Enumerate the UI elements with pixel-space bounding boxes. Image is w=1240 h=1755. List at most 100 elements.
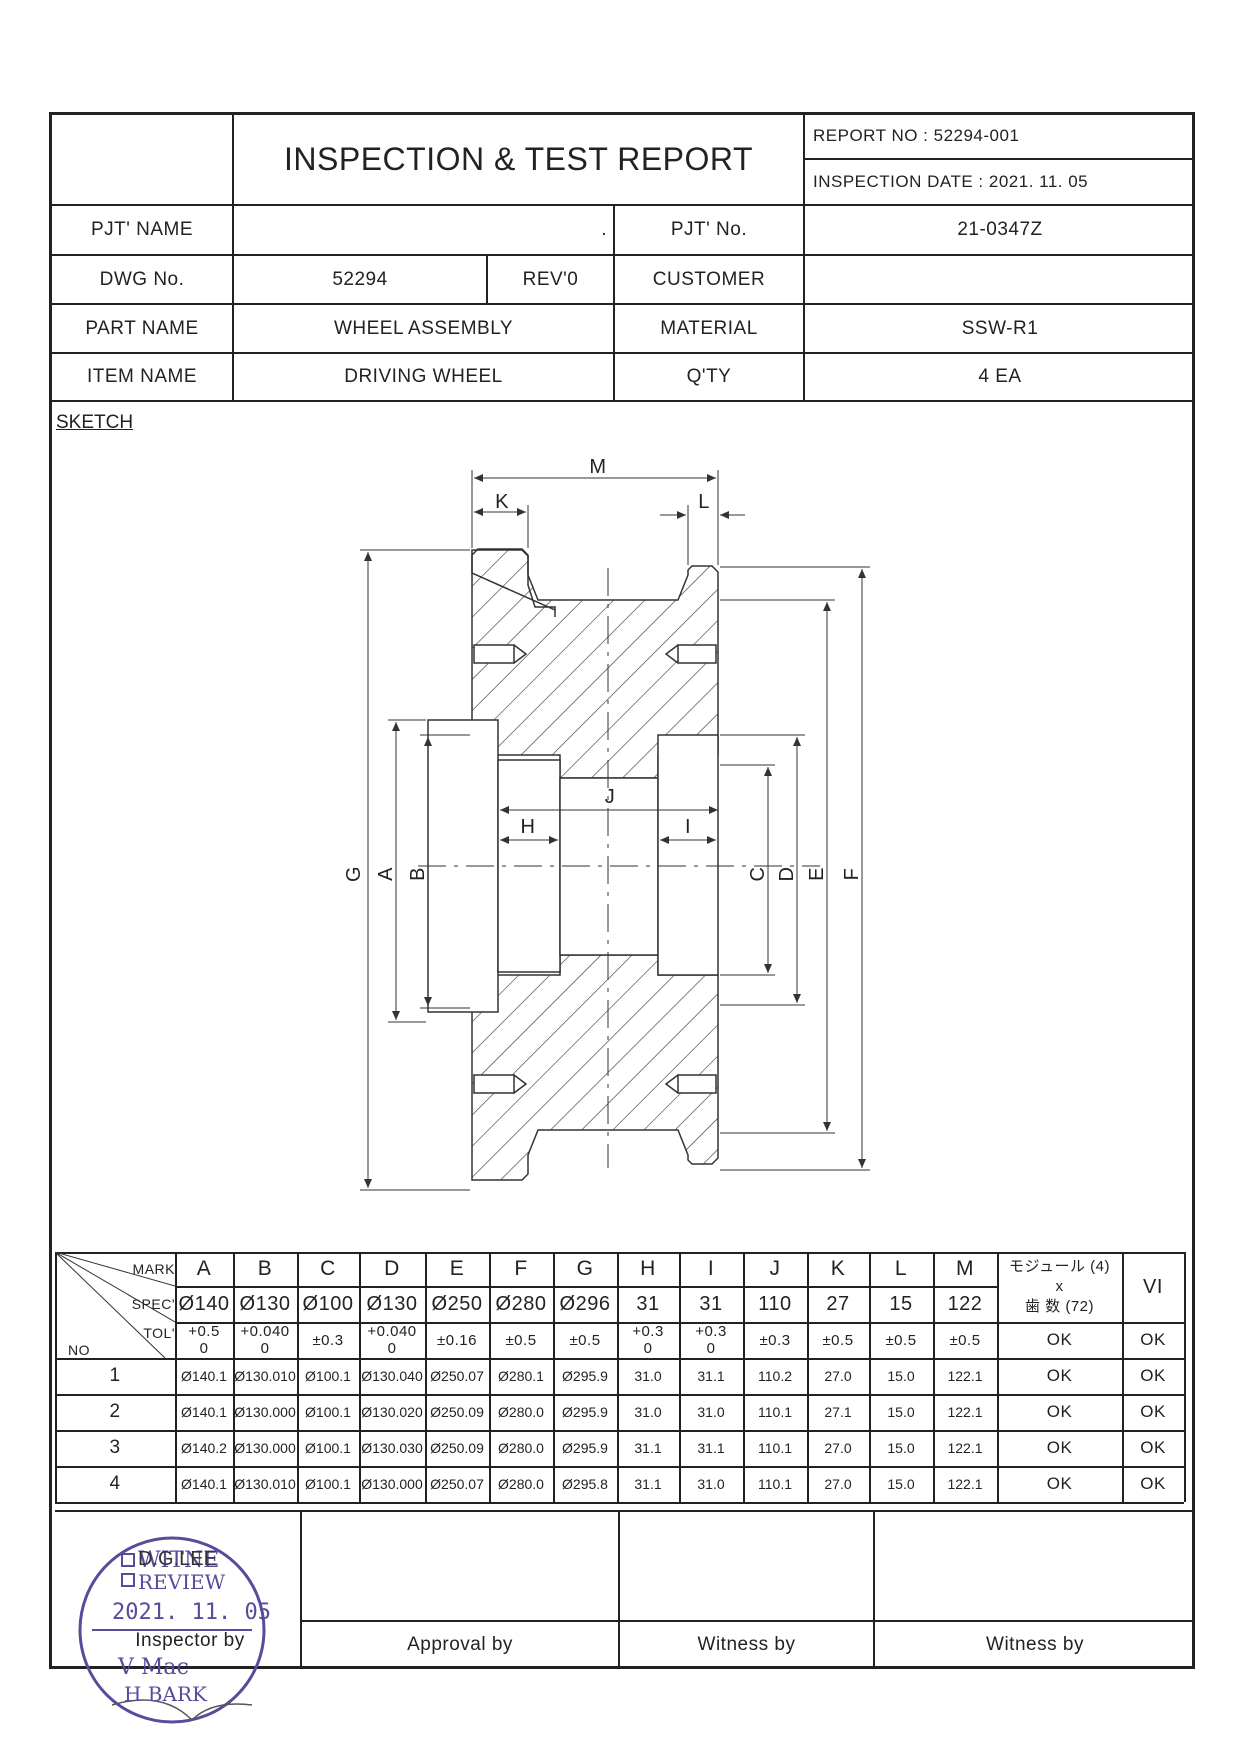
tol-line: ±0.5: [885, 1331, 917, 1349]
dim-label-k: K: [495, 490, 509, 513]
module-header-line: モジュール (4): [1009, 1258, 1110, 1275]
table-cell: 31.1: [697, 1440, 725, 1456]
dwg-no-value: 52294: [332, 268, 388, 290]
info-value-divider: [803, 204, 805, 400]
table-cell: Ø250.09: [430, 1440, 484, 1456]
inspection-stamp: [78, 1536, 266, 1724]
row-module-result: OK: [1046, 1366, 1073, 1385]
tol-line: +0.040: [240, 1323, 290, 1340]
table-col-line: [933, 1252, 935, 1502]
tol-line: +0.3: [632, 1323, 664, 1340]
table-cell: 31.0: [634, 1404, 662, 1420]
tol-line: ±0.5: [505, 1331, 537, 1349]
label-col-divider: [232, 112, 234, 402]
report-title: INSPECTION & TEST REPORT: [284, 140, 753, 177]
table-col-line: [869, 1252, 871, 1502]
table-col-line: [679, 1252, 681, 1502]
tol-line: ±0.3: [759, 1331, 791, 1349]
mark-j: J: [769, 1257, 781, 1280]
row-module-result: OK: [1046, 1438, 1073, 1457]
table-cell: 31.1: [634, 1476, 662, 1492]
corner-diagonal-line: [55, 1252, 175, 1287]
table-cell: 122.1: [947, 1368, 983, 1384]
tol-line: +0.040: [367, 1323, 417, 1340]
tol-line: ±0.5: [822, 1331, 854, 1349]
tol-l: ±0.5: [869, 1322, 933, 1358]
table-cell: Ø140.1: [181, 1368, 227, 1384]
row-vi-result: OK: [1140, 1474, 1166, 1493]
info-row-line-1: [49, 254, 1195, 256]
table-row-line: [55, 1502, 1184, 1504]
stamp-line3: V Mac: [118, 1655, 189, 1680]
spec-i: 31: [699, 1292, 723, 1315]
signature-divider-2: [618, 1510, 620, 1669]
table-cell: 31.0: [697, 1476, 725, 1492]
table-cell: Ø100.1: [305, 1404, 351, 1420]
corner-diagonal-line: [55, 1252, 175, 1323]
qty-label: Q'TY: [686, 366, 732, 387]
table-subrow-line: [175, 1322, 997, 1324]
table-cell: 15.0: [887, 1404, 915, 1420]
row-module-result: OK: [1046, 1474, 1073, 1493]
corner-no-label: NO: [68, 1342, 90, 1358]
mark-b: B: [257, 1257, 273, 1280]
table-cell: 27.0: [824, 1368, 852, 1384]
table-cell: 110.2: [758, 1368, 792, 1384]
witness-by-label-2: Witness by: [986, 1633, 1084, 1655]
tol-line: +0.5: [188, 1323, 220, 1340]
table-cell: Ø280.1: [498, 1368, 544, 1384]
report-frame: [49, 112, 1195, 1669]
row-no: 4: [109, 1473, 121, 1494]
row-module-result: OK: [1046, 1402, 1073, 1421]
table-col-line: [233, 1252, 235, 1502]
corner-mark-label: MARK: [132, 1261, 175, 1277]
info-bottom-line: [49, 400, 1195, 402]
dim-label-a: A: [374, 867, 397, 881]
signature-label-line: [300, 1620, 1195, 1622]
table-cell: Ø140.1: [181, 1404, 227, 1420]
corner-spec-label: SPEC': [131, 1296, 175, 1312]
table-col-line: [807, 1252, 809, 1502]
table-col-line: [297, 1252, 299, 1502]
table-col-line: [617, 1252, 619, 1502]
info-row-line-2: [49, 303, 1195, 305]
item-name-label: ITEM NAME: [86, 366, 198, 387]
row-no: 3: [109, 1437, 121, 1458]
tol-line: 0: [260, 1340, 270, 1357]
stamp-line4: H BARK: [124, 1682, 207, 1706]
table-col-line: [1122, 1252, 1124, 1502]
table-cell: 122.1: [947, 1404, 983, 1420]
table-cell: 110.1: [758, 1440, 792, 1456]
table-cell: Ø100.1: [305, 1440, 351, 1456]
qty-value: 4 EA: [978, 366, 1022, 387]
module-header-line: 歯 数 (72): [1024, 1298, 1094, 1315]
dim-label-j: J: [604, 785, 616, 808]
spec-h: 31: [636, 1292, 660, 1315]
spec-a: Ø140: [178, 1292, 230, 1315]
table-row-line: [55, 1466, 1184, 1468]
material-value: SSW-R1: [961, 317, 1039, 339]
table-col-line: [489, 1252, 491, 1502]
part-name-label: PART NAME: [85, 317, 199, 339]
dim-label-m: M: [589, 455, 607, 478]
spec-f: Ø280: [495, 1292, 547, 1315]
table-cell: 31.0: [634, 1368, 662, 1384]
header-bottom-line: [49, 204, 1195, 206]
table-cell: Ø280.0: [498, 1404, 544, 1420]
signature-top-line: [55, 1510, 1195, 1512]
inspector-by-label: Inspector by: [135, 1630, 245, 1651]
stamp-date: 2021. 11. 05: [112, 1600, 271, 1625]
dwg-no-label: DWG No.: [99, 268, 185, 290]
table-col-line: [743, 1252, 745, 1502]
row-vi-result: OK: [1140, 1402, 1166, 1421]
table-cell: Ø295.8: [562, 1476, 608, 1492]
mark-k: K: [830, 1257, 846, 1280]
mark-g: G: [576, 1257, 594, 1280]
spec-e: Ø250: [431, 1292, 483, 1315]
tol-j: ±0.3: [743, 1322, 807, 1358]
dim-label-h: H: [520, 815, 536, 838]
tol-line: ±0.16: [437, 1331, 477, 1349]
table-col-line: [553, 1252, 555, 1502]
table-cell: Ø130.020: [361, 1404, 423, 1420]
